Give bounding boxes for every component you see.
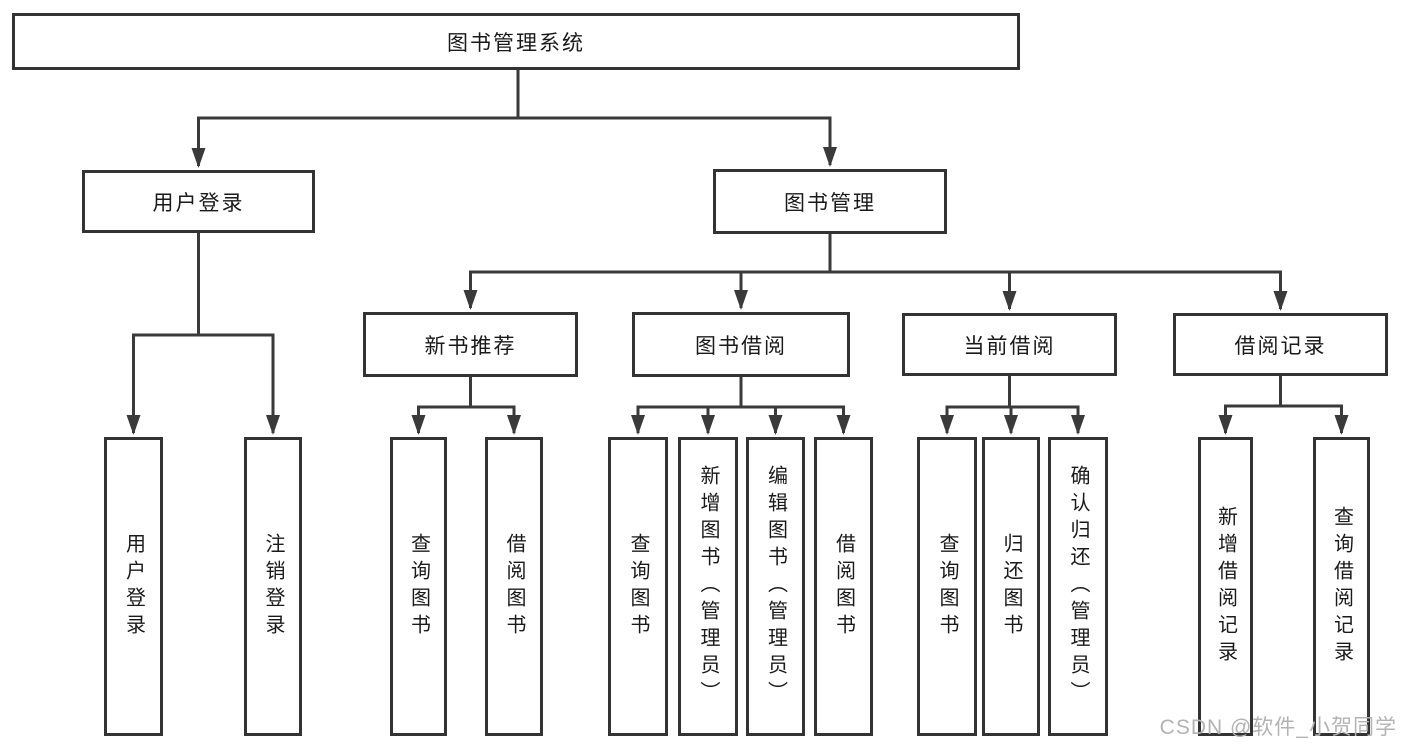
leaf-confirm-return-admin: 确认归还（管理员） [1048,437,1108,736]
leaf-user-login: 用户登录 [104,437,163,736]
leaf-query-books-recommend: 查询图书 [390,437,447,736]
leaf-borrow-books-recommend: 借阅图书 [485,437,543,736]
leaf-edit-books-admin: 编辑图书（管理员） [746,437,805,736]
node-user-login: 用户登录 [82,170,315,233]
node-book-borrowing: 图书借阅 [632,312,850,377]
leaf-add-books-admin: 新增图书（管理员） [678,437,738,736]
node-book-management: 图书管理 [713,169,947,234]
leaf-add-borrow-record: 新增借阅记录 [1198,437,1253,736]
leaf-query-books-borrowing: 查询图书 [608,437,668,736]
node-borrowing-records: 借阅记录 [1173,313,1388,376]
leaf-logout: 注销登录 [244,437,302,736]
leaf-query-books-current: 查询图书 [917,437,977,736]
leaf-borrow-books-borrowing: 借阅图书 [814,437,873,736]
node-library-management-system: 图书管理系统 [12,13,1020,70]
leaf-query-borrow-record: 查询借阅记录 [1313,437,1370,736]
leaf-return-books: 归还图书 [982,437,1040,736]
node-new-book-recommend: 新书推荐 [363,312,578,377]
node-current-borrowing: 当前借阅 [902,313,1117,376]
